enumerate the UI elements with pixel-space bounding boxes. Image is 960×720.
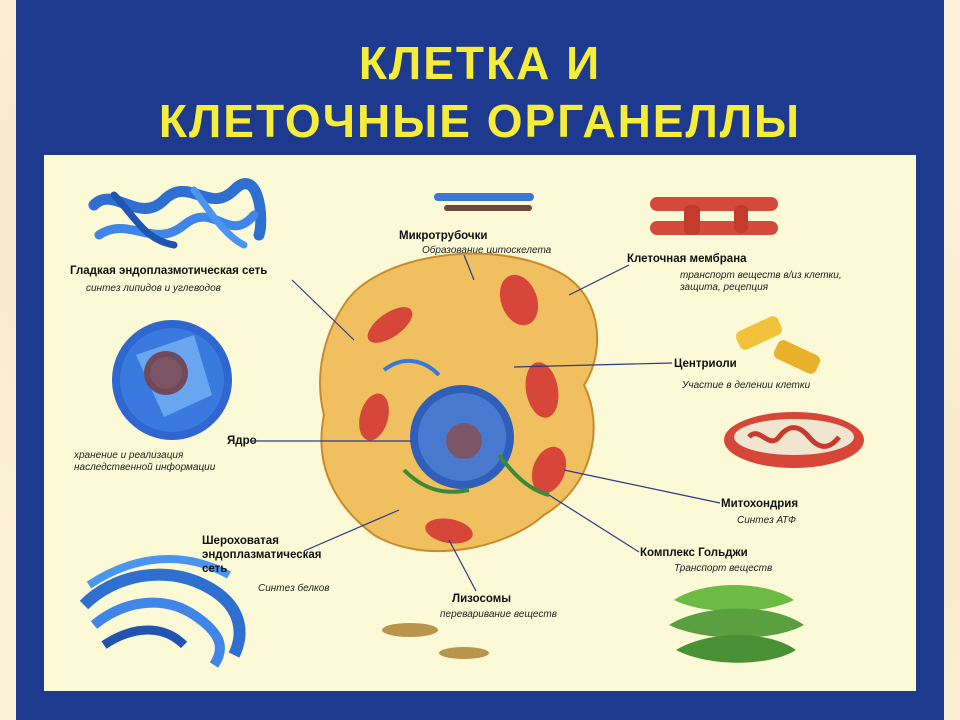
golgi-label: Комплекс Гольджи bbox=[640, 547, 748, 559]
leader-membrane bbox=[568, 264, 630, 296]
title-line-2: КЛЕТОЧНЫЕ ОРГАНЕЛЛЫ bbox=[158, 95, 802, 147]
mitochondria-desc: Синтез АТФ bbox=[737, 515, 796, 526]
leader-lysosomes bbox=[448, 539, 477, 592]
golgi-desc: Транспорт веществ bbox=[674, 563, 772, 574]
nucleus-desc-2: наследственной информации bbox=[74, 461, 216, 473]
mitochondria-illustration bbox=[724, 412, 864, 468]
microtubules-illustration bbox=[434, 193, 534, 211]
lysosomes-desc: переваривание веществ bbox=[440, 609, 557, 620]
rough-er-desc: Синтез белков bbox=[258, 582, 330, 594]
leader-microtubules bbox=[463, 254, 475, 281]
leader-lines bbox=[252, 254, 721, 592]
centrioles-desc: Участие в делении клетки bbox=[681, 380, 811, 391]
nucleus-label: Ядро bbox=[227, 435, 257, 447]
lysosomes-label: Лизосомы bbox=[452, 593, 511, 605]
rough-er-label-2: эндоплазматическая bbox=[202, 549, 321, 561]
centrioles-illustration bbox=[735, 316, 821, 374]
title-line-1: КЛЕТКА И bbox=[358, 37, 602, 89]
rough-er-illustration bbox=[79, 555, 246, 668]
leader-rough-er bbox=[303, 509, 400, 552]
membrane-label: Клеточная мембрана bbox=[627, 253, 747, 265]
smooth-er-desc: синтез липидов и углеводов bbox=[86, 283, 221, 294]
microtubules-label: Микротрубочки bbox=[399, 230, 487, 242]
leader-mitochondria bbox=[563, 469, 721, 504]
smooth-er-illustration bbox=[88, 178, 267, 249]
membrane-illustration bbox=[650, 197, 778, 235]
mitochondria-label: Митохондрия bbox=[721, 498, 798, 510]
diagram-panel: Гладкая эндоплазмотическая сеть синтез л… bbox=[44, 155, 916, 691]
microtubules-desc: Образование цитоскелета bbox=[422, 244, 552, 256]
golgi-illustration bbox=[669, 585, 804, 663]
central-cell bbox=[319, 252, 599, 553]
smooth-er-label: Гладкая эндоплазмотическая сеть bbox=[70, 265, 267, 277]
leader-golgi bbox=[548, 494, 640, 553]
nucleus-desc-1: хранение и реализация bbox=[73, 450, 184, 461]
cell-diagram: Гладкая эндоплазмотическая сеть синтез л… bbox=[70, 178, 864, 668]
rough-er-label-1: Шероховатая bbox=[202, 535, 279, 547]
centrioles-label: Центриоли bbox=[674, 358, 737, 370]
membrane-desc-2: защита, рецепция bbox=[679, 282, 769, 293]
rough-er-label-3: сеть bbox=[202, 563, 227, 575]
leader-smooth-er bbox=[291, 279, 355, 341]
lysosomes-illustration bbox=[382, 623, 489, 659]
membrane-desc-1: транспорт веществ в/из клетки, bbox=[680, 270, 842, 281]
leader-centrioles bbox=[513, 362, 673, 368]
nucleus-illustration bbox=[112, 320, 232, 440]
